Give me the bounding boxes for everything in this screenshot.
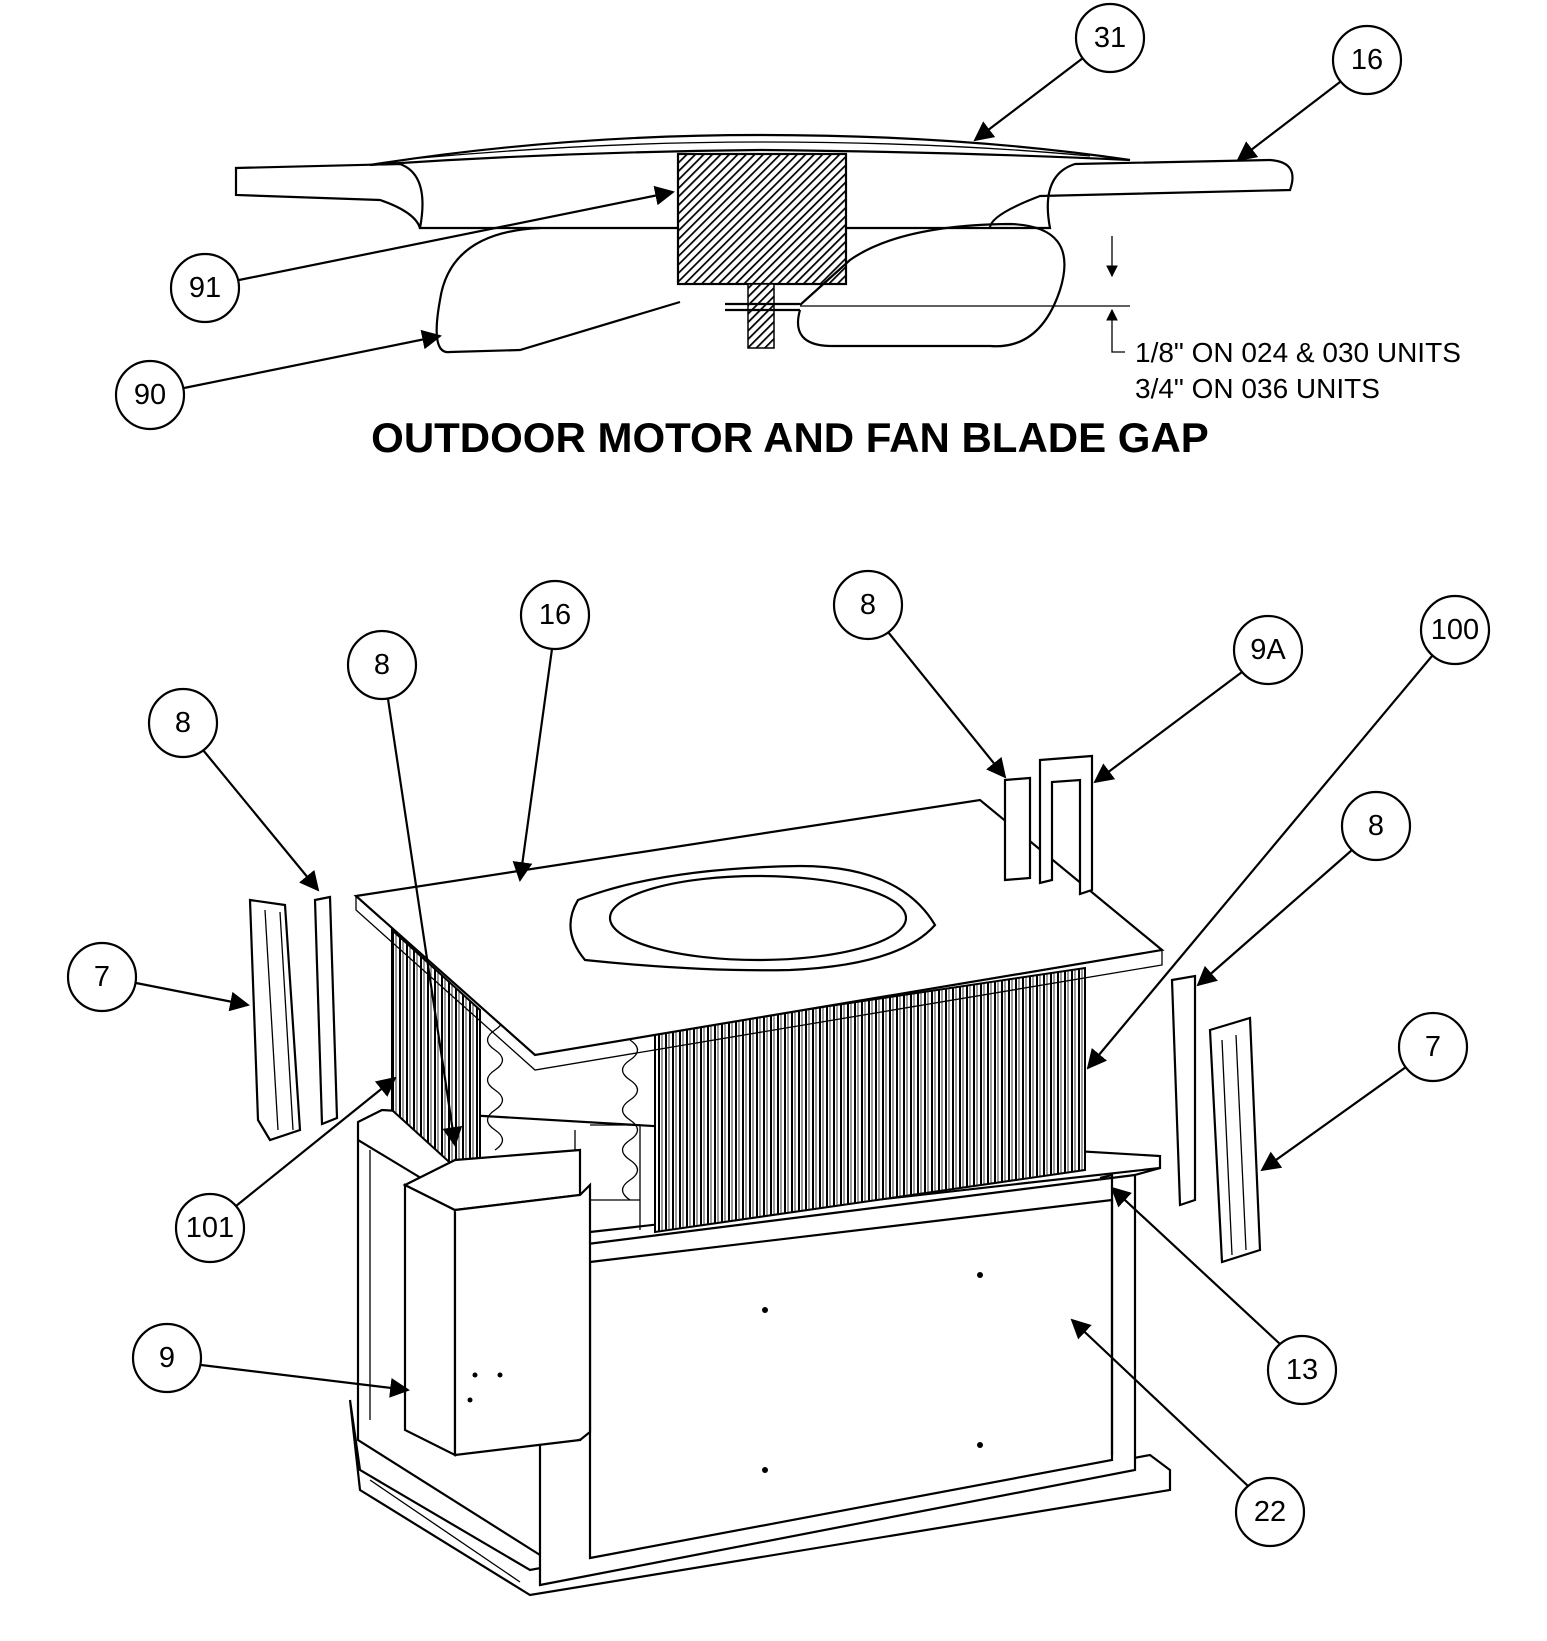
callout-8-right: 8 <box>1196 790 1412 987</box>
access-panel-22 <box>588 1198 1114 1560</box>
callout-8-topright: 8 <box>832 569 1007 779</box>
callout-101: 101 <box>174 1076 397 1264</box>
callout-9: 9 <box>131 1322 410 1398</box>
callout-100-label: 100 <box>1431 614 1479 646</box>
callout-8-left: 8 <box>147 687 320 892</box>
callout-16-bottom: 16 <box>512 579 591 882</box>
callout-7-right-label: 7 <box>1425 1031 1441 1063</box>
callout-90: 90 <box>114 329 442 431</box>
callout-91: 91 <box>169 185 675 324</box>
callout-90-label: 90 <box>134 379 166 411</box>
side-rail-8-right <box>1170 974 1197 1207</box>
fan-motor <box>676 152 848 286</box>
fan-blade-left <box>435 226 681 354</box>
callout-22-label: 22 <box>1254 1496 1286 1528</box>
top-fan-orifice <box>569 864 937 972</box>
callout-31: 31 <box>973 2 1146 142</box>
callout-7-right: 7 <box>1260 1011 1469 1172</box>
control-box-9 <box>403 1183 457 1457</box>
callout-8-center: 8 <box>346 629 463 1147</box>
base-pan <box>348 1399 1172 1597</box>
fan-orifice-shroud <box>234 158 1294 230</box>
top-fan-opening <box>608 874 908 962</box>
gap-note-line1: 1/8" ON 024 & 030 UNITS <box>1135 337 1461 368</box>
corner-post-9A <box>1038 754 1094 896</box>
callout-8-left-label: 8 <box>175 707 191 739</box>
condenser-coil-100 <box>654 966 1086 1234</box>
callout-31-label: 31 <box>1094 22 1126 54</box>
fan-detail: 1/8" ON 024 & 030 UNITS 3/4" ON 036 UNIT… <box>234 133 1461 461</box>
callout-100: 100 <box>1086 594 1491 1070</box>
callout-16-bottom-label: 16 <box>539 599 571 631</box>
callout-7-left-label: 7 <box>94 961 110 993</box>
callout-91-label: 91 <box>189 272 221 304</box>
fan-blade-right <box>796 222 1066 348</box>
callout-16-top-label: 16 <box>1351 44 1383 76</box>
diagram-title: OUTDOOR MOTOR AND FAN BLADE GAP <box>371 414 1209 461</box>
callout-9-label: 9 <box>159 1342 175 1374</box>
callout-8-right-label: 8 <box>1368 810 1384 842</box>
callout-9A: 9A <box>1093 614 1304 784</box>
gap-note-line2: 3/4" ON 036 UNITS <box>1135 373 1380 404</box>
callout-16-top: 16 <box>1236 24 1403 162</box>
callout-22: 22 <box>1070 1318 1306 1548</box>
callout-13: 13 <box>1110 1186 1338 1406</box>
callout-13-label: 13 <box>1286 1354 1318 1386</box>
corner-post-7-left <box>248 898 302 1142</box>
callout-8-center-label: 8 <box>374 649 390 681</box>
callout-9A-label: 9A <box>1250 634 1286 666</box>
callout-7-left: 7 <box>66 941 250 1013</box>
motor-shaft <box>747 283 775 349</box>
fan-grille <box>369 133 1131 167</box>
callout-8-topright-label: 8 <box>860 589 876 621</box>
corner-post-7-right <box>1208 1016 1262 1264</box>
side-rail-8-left <box>313 895 339 1126</box>
callout-101-label: 101 <box>186 1212 234 1244</box>
hvac-unit <box>248 754 1262 1597</box>
